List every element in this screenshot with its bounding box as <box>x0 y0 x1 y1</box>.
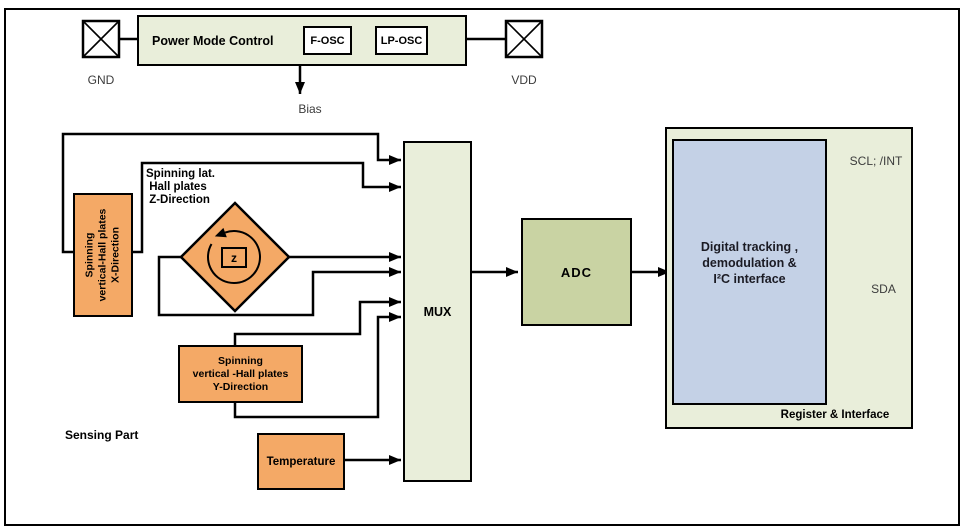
adc-block: ADC <box>521 218 632 326</box>
mux-block: MUX <box>403 141 472 482</box>
gnd-label: GND <box>87 73 115 87</box>
vdd-pad <box>504 19 544 59</box>
digital-tracking-label: Digital tracking , demodulation & I²C in… <box>700 240 799 286</box>
x-plates-wire-2 <box>133 161 401 254</box>
y-plates-wire-1 <box>233 297 401 345</box>
mux-label: MUX <box>423 304 452 319</box>
fosc-label: F-OSC <box>310 34 345 47</box>
lposc-block: LP-OSC <box>375 26 428 55</box>
register-interface-label: Register & Interface <box>780 409 890 421</box>
z-plates-diamond <box>179 201 291 313</box>
spinning-arrowhead-icon <box>214 227 227 238</box>
z-symbol-box: z <box>221 247 247 268</box>
vdd-label: VDD <box>511 73 537 87</box>
sda-label: SDA <box>871 282 896 296</box>
x-plates-wire-1 <box>61 132 401 254</box>
lposc-label: LP-OSC <box>380 34 423 47</box>
digital-tracking-block: Digital tracking , demodulation & I²C in… <box>672 139 827 405</box>
z-plates-label: Spinning lat. Hall plates Z-Direction <box>146 168 215 206</box>
sensing-part-label: Sensing Part <box>65 428 139 442</box>
bias-label: Bias <box>298 102 322 116</box>
y-plates-wire-2 <box>233 312 401 419</box>
y-plates-block: Spinning vertical -Hall plates Y-Directi… <box>178 345 303 403</box>
scl-int-label: SCL; /INT <box>849 154 903 168</box>
adc-label: ADC <box>560 264 593 280</box>
temperature-block: Temperature <box>257 433 345 490</box>
power-mode-control-label: Power Mode Control <box>152 33 274 48</box>
pad-x-icon <box>82 20 120 58</box>
y-plates-label: Spinning vertical -Hall plates Y-Directi… <box>192 354 289 393</box>
temperature-label: Temperature <box>266 455 336 468</box>
z-plates-wire-2 <box>157 255 401 317</box>
spinning-arrow-icon <box>207 230 261 285</box>
x-plates-block: Spinning vertical-Hall plates X-Directio… <box>73 193 133 317</box>
fosc-block: F-OSC <box>303 26 352 55</box>
z-symbol-label: z <box>231 250 237 265</box>
gnd-pad <box>81 19 121 59</box>
x-plates-label: Spinning vertical-Hall plates X-Directio… <box>83 208 122 302</box>
pad-x-icon <box>505 20 543 58</box>
